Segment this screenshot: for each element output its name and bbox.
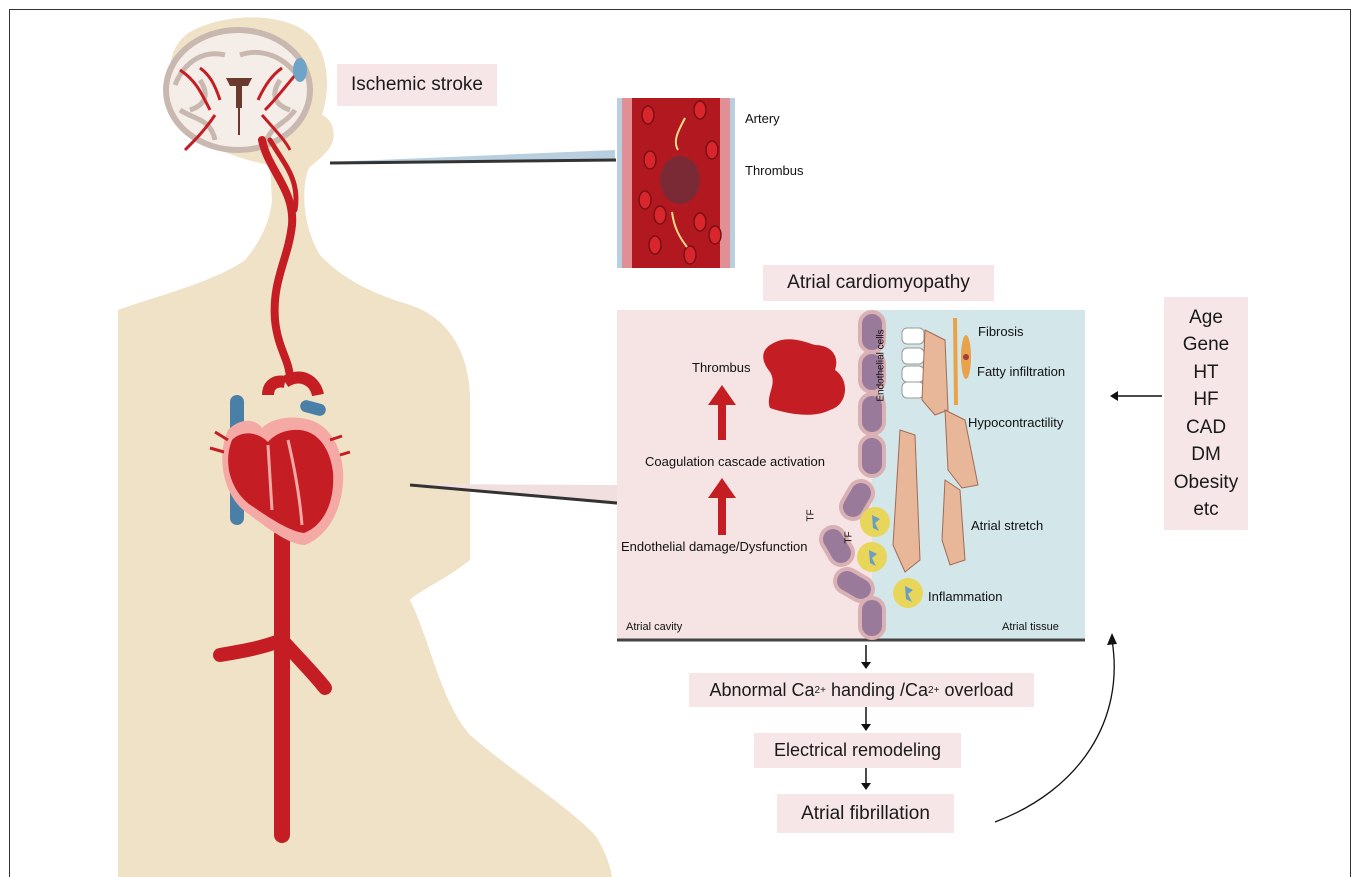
risk-factor: HT (1193, 359, 1218, 387)
tf-label-2: TF (844, 531, 855, 543)
atrial-fibrillation-label: Atrial fibrillation (777, 794, 954, 833)
thrombus-artery-label: Thrombus (745, 163, 804, 178)
risk-factor: CAD (1186, 414, 1226, 442)
abnormal-ca-suffix: overload (939, 680, 1013, 701)
atrial-tissue-label: Atrial tissue (1002, 621, 1059, 633)
abnormal-ca-prefix: Abnormal Ca (710, 680, 815, 701)
endothelial-cells-label: Endothelial cells (876, 329, 887, 401)
endothelial-damage-label: Endothelial damage/Dysfunction (621, 539, 807, 554)
electrical-remodeling-label: Electrical remodeling (754, 733, 961, 768)
risk-factor: etc (1193, 496, 1218, 524)
inflammation-label: Inflammation (928, 589, 1002, 604)
ischemic-stroke-label: Ischemic stroke (337, 64, 497, 106)
abnormal-ca-sup2: 2+ (928, 685, 939, 696)
artery-label: Artery (745, 111, 780, 126)
risk-factor: Obesity (1174, 469, 1238, 497)
atrial-panel (617, 310, 1085, 640)
hypocontractility-label: Hypocontractility (968, 415, 1063, 430)
risk-factor: DM (1191, 441, 1221, 469)
human-silhouette (118, 17, 612, 877)
atrial-cardiomyopathy-label: Atrial cardiomyopathy (763, 265, 994, 301)
atrial-cavity-label: Atrial cavity (626, 621, 682, 633)
abnormal-ca-sup1: 2+ (815, 685, 826, 696)
risk-factor: HF (1193, 386, 1218, 414)
brain (166, 30, 310, 150)
risk-factor: Age (1189, 304, 1223, 332)
thrombus-cavity-label: Thrombus (692, 360, 751, 375)
risk-factor: Gene (1183, 331, 1229, 359)
feedback-arrow (995, 640, 1114, 822)
atrial-stretch-label: Atrial stretch (971, 518, 1043, 533)
abnormal-ca-mid: handing /Ca (826, 680, 928, 701)
risk-factors-box: Age Gene HT HF CAD DM Obesity etc (1164, 297, 1248, 530)
tf-label-1: TF (806, 509, 817, 521)
fatty-infiltration-label: Fatty infiltration (977, 364, 1065, 379)
artery-section (617, 98, 735, 268)
fibrosis-label: Fibrosis (978, 324, 1024, 339)
coagulation-label: Coagulation cascade activation (645, 454, 825, 469)
